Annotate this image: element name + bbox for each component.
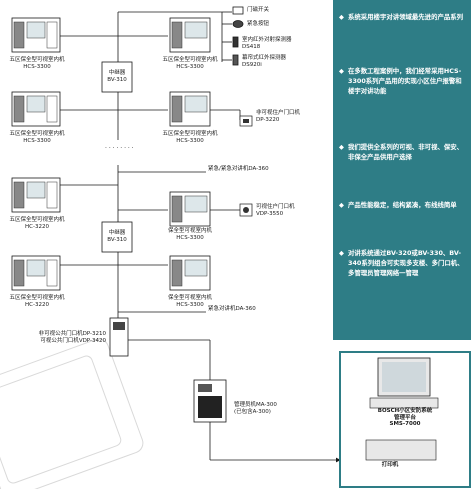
monitor-unit	[11, 255, 61, 291]
monitor-unit	[169, 255, 211, 291]
monitor-label: 五区保全型可视室内机 HCS-3300	[9, 131, 65, 144]
legend-label: 紧急按钮	[247, 21, 270, 27]
monitor-label: 保全型可视室内机 HCS-3300	[167, 295, 212, 308]
feature-item: ◆ 系统采用楼宇对讲领域最先进的产品系列	[339, 12, 467, 22]
bullet-icon: ◆	[339, 13, 344, 21]
feature-item: ◆ 我们提供全系列的可视、非可视、保安、非保全产品供用户选择	[339, 142, 467, 162]
continuation-dots: · · · · · · · ·	[105, 145, 134, 152]
feature-item: ◆ 产品性能稳定，结构紧凑，布线线简单	[339, 200, 467, 210]
repeater-label: 中继器 BV-310	[107, 230, 127, 243]
legend-label: 幕帘式红外探测器 DS920i	[242, 55, 287, 68]
monitor-label: 保全型可视室内机 HCS-3300	[167, 228, 212, 241]
door-station-icon	[239, 115, 253, 127]
background-watermark	[0, 338, 144, 489]
monitor-label: 五区保全型可视室内机 HC-3220	[9, 295, 65, 308]
legend-label: 门磁开关	[247, 7, 270, 13]
monitor-unit	[11, 91, 61, 127]
feature-item: ◆ 对讲系统通过BV-320或BV-330、BV-340系列组合可实现多支楼、多…	[339, 248, 467, 278]
door-station-label: 可视住户门口机 VDP-3550	[256, 204, 295, 217]
repeater-label: 中继器 BV-310	[107, 70, 127, 83]
bullet-icon: ◆	[339, 67, 344, 75]
door-contact-icon	[232, 6, 244, 15]
intercom-label: 紧急/紧急对讲机DA-360	[208, 166, 269, 172]
entrance-panel-icon	[109, 317, 129, 357]
door-station-label: 非可视住户门口机 DP-3220	[256, 110, 301, 123]
feature-text: 对讲系统通过BV-320或BV-330、BV-340系列组合可实现多支楼、多门口…	[348, 249, 464, 277]
monitor-label: 五区保全型可视室内机 HC-3220	[9, 217, 65, 230]
manager-station-icon	[193, 379, 227, 423]
feature-text: 系统采用楼宇对讲领域最先进的产品系列	[348, 13, 464, 21]
workstation-icon	[339, 351, 471, 488]
monitor-label: 五区保全型可视室内机 HCS-3300	[162, 57, 218, 70]
monitor-unit	[169, 17, 211, 53]
intercom-label: 紧急对讲机DA-360	[208, 306, 256, 312]
bullet-icon: ◆	[339, 249, 344, 257]
repeater-box-1	[101, 61, 133, 93]
ir-beam-detector-icon	[232, 36, 239, 48]
monitor-unit	[169, 91, 211, 127]
connection-lines	[60, 11, 341, 463]
feature-text: 在多数工程案例中，我们经常采用HCS-3300系列产品用的实现小区住户报警和楼宇…	[348, 67, 462, 95]
monitor-label: 五区保全型可视室内机 HCS-3300	[162, 131, 218, 144]
legend-label: 室内红外对射探测器 DS418	[242, 37, 292, 50]
feature-text: 产品性能稳定，结构紧凑，布线线简单	[348, 201, 457, 209]
manager-label: 管理员机MA-300 (已包含A-300)	[234, 402, 277, 415]
monitor-unit	[169, 191, 211, 227]
curtain-pir-detector-icon	[232, 54, 239, 66]
feature-panel: ◆ 系统采用楼宇对讲领域最先进的产品系列 ◆ 在多数工程案例中，我们经常采用HC…	[333, 0, 471, 340]
bullet-icon: ◆	[339, 143, 344, 151]
panic-button-icon	[232, 20, 244, 28]
monitor-unit	[11, 177, 61, 213]
legend-icons	[232, 6, 244, 66]
entrance-label: 非可视公共门口机DP-3210 可视公共门口机VDP-3420	[38, 331, 106, 344]
feature-item: ◆ 在多数工程案例中，我们经常采用HCS-3300系列产品用的实现小区住户报警和…	[339, 66, 467, 96]
monitor-label: 五区保全型可视室内机 HCS-3300	[9, 57, 65, 70]
bullet-icon: ◆	[339, 201, 344, 209]
door-station-icon	[239, 203, 253, 217]
monitor-unit	[11, 17, 61, 53]
repeater-box-2	[101, 221, 133, 253]
printer-label: 打印机	[381, 462, 399, 468]
software-label: BOSCH小区安防系统 管理平台 SMS-7000	[377, 408, 433, 428]
feature-text: 我们提供全系列的可视、非可视、保安、非保全产品供用户选择	[348, 143, 464, 161]
